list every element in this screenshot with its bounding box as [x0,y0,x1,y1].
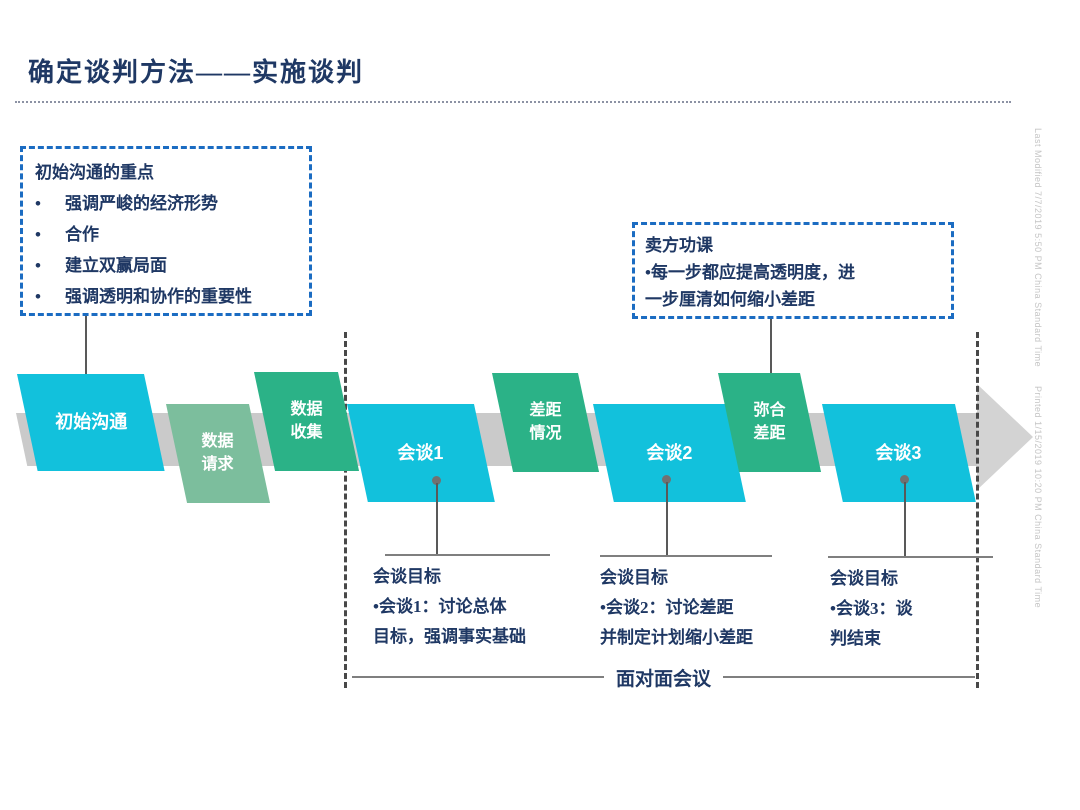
flow-step-label: 数据 [202,433,235,451]
goal-bracket-line [828,556,993,558]
phase-boundary-right [976,332,979,688]
flow-step-initial-communication: 初始沟通 [17,374,165,471]
flow-step-label: 收集 [290,424,323,442]
callout-seller-line: •每一步都应提高透明度，进 [645,263,855,282]
flow-step-label: 情况 [529,425,562,443]
goal-title: 会谈目标 [830,569,898,588]
bullet-icon: • [35,194,41,213]
flow-step-label: 初始沟通 [54,412,127,433]
bullet-icon: • [35,287,41,306]
goal-bracket-line [600,555,772,557]
bracket-line [723,676,976,678]
flow-step-label: 数据 [290,401,323,419]
callout-seller-line: 一步厘清如何缩小差距 [645,290,815,309]
flow-step-meeting-3: 会谈3 [822,404,976,502]
connector-line [436,483,438,555]
callout-bullet-row: • 合作 [35,219,299,250]
flow-step-label: 差距 [753,425,786,443]
flow-step-meeting-2: 会谈2 [593,404,746,502]
goal-line: 并制定计划缩小差距 [600,628,753,647]
callout-bullet-row: • 强调透明和协作的重要性 [35,281,299,312]
connector-dot [900,475,909,484]
connector-line [85,316,87,397]
callout-initial-communication: 初始沟通的重点 • 强调严峻的经济形势 • 合作 • 建立双赢局面 • 强调透明… [20,146,312,316]
goal-title: 会谈目标 [600,568,668,587]
bracket-line [352,676,604,678]
flow-step-label: 弥合 [753,402,786,420]
callout-bullet-row: • 强调严峻的经济形势 [35,188,299,219]
title-divider [15,101,1011,103]
goal-bracket-line [385,554,550,556]
goal-line: •会谈3：谈 [830,599,913,618]
callout-bullet-text: 合作 [65,225,99,244]
flow-step-label: 请求 [202,456,235,474]
connector-dot [662,475,671,484]
connector-line [770,319,772,389]
goal-line: •会谈1：讨论总体 [373,597,507,616]
connector-line [666,482,668,556]
goal-line: •会谈2：讨论差距 [600,598,734,617]
face-to-face-bracket: 面对面会议 [352,664,976,690]
callout-bullet-text: 建立双赢局面 [65,256,167,275]
callout-initial-title: 初始沟通的重点 [35,163,154,182]
last-modified-note: Last Modified 7/7/2019 5:50 PM China Sta… [1033,128,1043,368]
goal-block-meeting-1: 会谈目标 •会谈1：讨论总体 目标，强调事实基础 [373,562,583,652]
callout-seller-title: 卖方功课 [645,236,713,255]
page-title: 确定谈判方法——实施谈判 [28,58,365,87]
flow-arrowhead-icon [977,384,1033,490]
bullet-icon: • [35,256,41,275]
callout-bullet-text: 强调严峻的经济形势 [65,194,218,213]
flow-step-label: 会谈3 [875,442,922,463]
callout-seller-homework: 卖方功课 •每一步都应提高透明度，进 一步厘清如何缩小差距 [632,222,954,319]
goal-line: 目标，强调事实基础 [373,627,526,646]
flow-step-meeting-1: 会谈1 [347,404,495,502]
printed-note: Printed 1/15/2019 10:20 PM China Standar… [1033,386,1043,609]
goal-block-meeting-3: 会谈目标 •会谈3：谈 判结束 [830,564,1010,654]
callout-bullet-text: 强调透明和协作的重要性 [65,287,252,306]
goal-line: 判结束 [830,629,881,648]
flow-step-label: 差距 [529,402,562,420]
callout-bullet-row: • 建立双赢局面 [35,250,299,281]
face-to-face-label: 面对面会议 [616,668,712,690]
phase-boundary-left [344,332,347,688]
goal-block-meeting-2: 会谈目标 •会谈2：讨论差距 并制定计划缩小差距 [600,563,810,653]
connector-dot [432,476,441,485]
connector-line [904,482,906,557]
flow-step-label: 会谈2 [646,442,693,463]
bullet-icon: • [35,225,41,244]
flow-step-label: 会谈1 [397,442,444,463]
goal-title: 会谈目标 [373,567,441,586]
